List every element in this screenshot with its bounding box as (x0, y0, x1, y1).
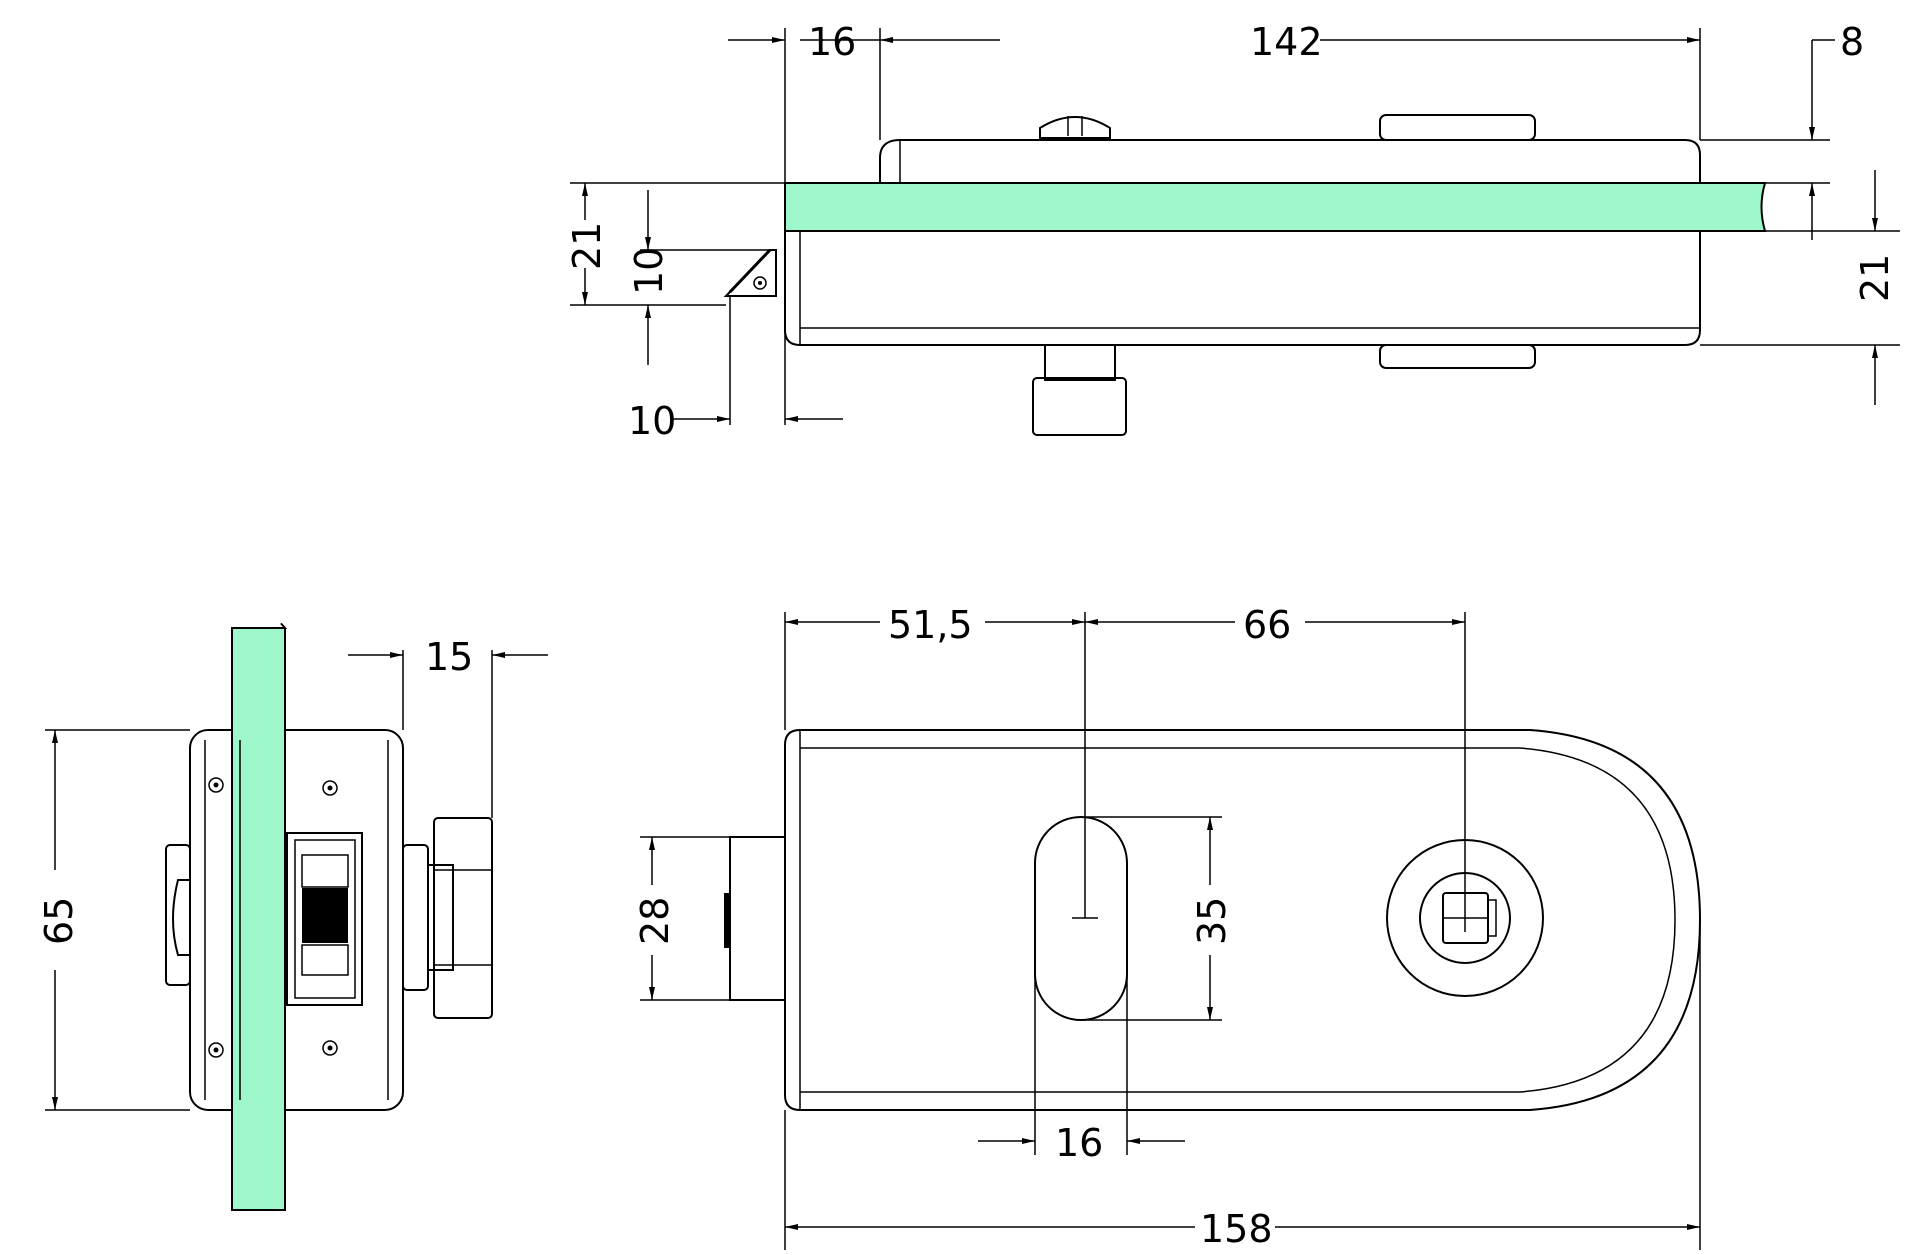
dim-top-16: 16 (808, 20, 856, 64)
dim-top-8: 8 (1840, 20, 1864, 64)
dim-front-66: 66 (1243, 603, 1291, 647)
upper-pad (1379, 114, 1536, 141)
bolt-stem (1044, 344, 1116, 381)
dim-top-21-right: 21 (1853, 254, 1897, 302)
dim-front-35: 35 (1190, 897, 1234, 945)
front-body (784, 729, 1702, 1111)
front-view: 51,5 66 28 35 16 158 (633, 603, 1702, 1251)
dim-front-28: 28 (633, 897, 677, 945)
glass-panel-top (784, 182, 1767, 232)
side-view: 15 65 (37, 623, 548, 1211)
dim-top-142: 142 (1250, 20, 1323, 64)
dim-top-10-bottom: 10 (628, 399, 676, 443)
top-view: 16 142 8 21 21 10 10 (565, 20, 1900, 443)
dim-side-65: 65 (37, 897, 81, 945)
latch-block (286, 832, 363, 1006)
dim-front-16: 16 (1055, 1121, 1103, 1165)
bolt-head (1032, 377, 1127, 436)
glass-panel-side (231, 623, 288, 1211)
top-plate (879, 139, 1701, 183)
latch-tongue (302, 888, 348, 943)
dim-front-51-5: 51,5 (888, 603, 973, 647)
screw-head (1039, 116, 1111, 139)
front-bolt (729, 836, 786, 1001)
lower-pad (1379, 344, 1536, 369)
dim-side-15: 15 (425, 635, 473, 679)
side-knob-left (165, 844, 191, 986)
side-cylinder (433, 817, 493, 1019)
lock-body-side (784, 231, 1701, 346)
dim-top-21-left: 21 (565, 222, 609, 270)
dim-front-158: 158 (1200, 1207, 1273, 1251)
dim-top-10-vertical: 10 (627, 247, 671, 295)
